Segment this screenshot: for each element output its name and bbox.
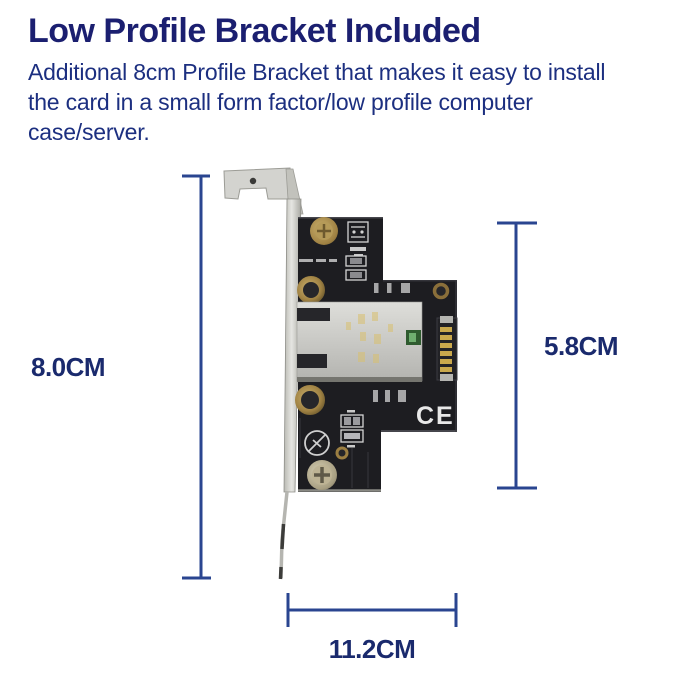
component-footprint-bottom — [340, 410, 364, 448]
screw-top — [310, 217, 338, 245]
solder-pad-small — [335, 446, 349, 460]
dimension-line-left — [182, 174, 211, 580]
mounting-hole-bottom — [295, 385, 325, 415]
page-title: Low Profile Bracket Included — [28, 12, 481, 50]
dimension-label-bottom: 11.2CM — [328, 634, 416, 664]
screw-bottom — [307, 460, 337, 490]
bracket-top-tab — [223, 167, 294, 200]
bracket-rail — [283, 198, 302, 493]
description-text: Additional 8cm Profile Bracket that make… — [28, 57, 606, 147]
bracket-tab-hole — [249, 177, 257, 185]
pin-connector — [436, 316, 458, 381]
rj45-slot — [297, 308, 330, 321]
component-icon — [347, 221, 369, 257]
component-footprint-top — [345, 255, 367, 281]
silkscreen-text-marks — [299, 259, 337, 262]
solder-pad — [432, 282, 450, 300]
led-indicator — [406, 330, 421, 345]
dimension-line-bottom — [286, 593, 458, 627]
prohibition-icon — [304, 430, 330, 456]
rj45-port — [296, 301, 423, 382]
silkscreen-labels-bottom — [373, 390, 406, 402]
ce-mark: CE — [416, 402, 455, 430]
rj45-pin-marks — [346, 312, 393, 363]
dimension-label-right: 5.8CM — [544, 331, 619, 361]
pcb-traces — [299, 418, 369, 488]
rj45-slot — [297, 354, 327, 368]
bracket-pin — [278, 491, 289, 580]
mounting-hole-top — [297, 276, 325, 304]
dimension-line-right — [497, 221, 537, 490]
dimension-label-left: 8.0CM — [31, 352, 106, 382]
description-line: Additional 8cm Profile Bracket that make… — [28, 59, 606, 85]
low-profile-bracket — [223, 167, 304, 580]
description-line: the card in a small form factor/low prof… — [28, 89, 533, 115]
description-line: case/server. — [28, 119, 150, 145]
silkscreen-labels-mid — [374, 283, 410, 293]
